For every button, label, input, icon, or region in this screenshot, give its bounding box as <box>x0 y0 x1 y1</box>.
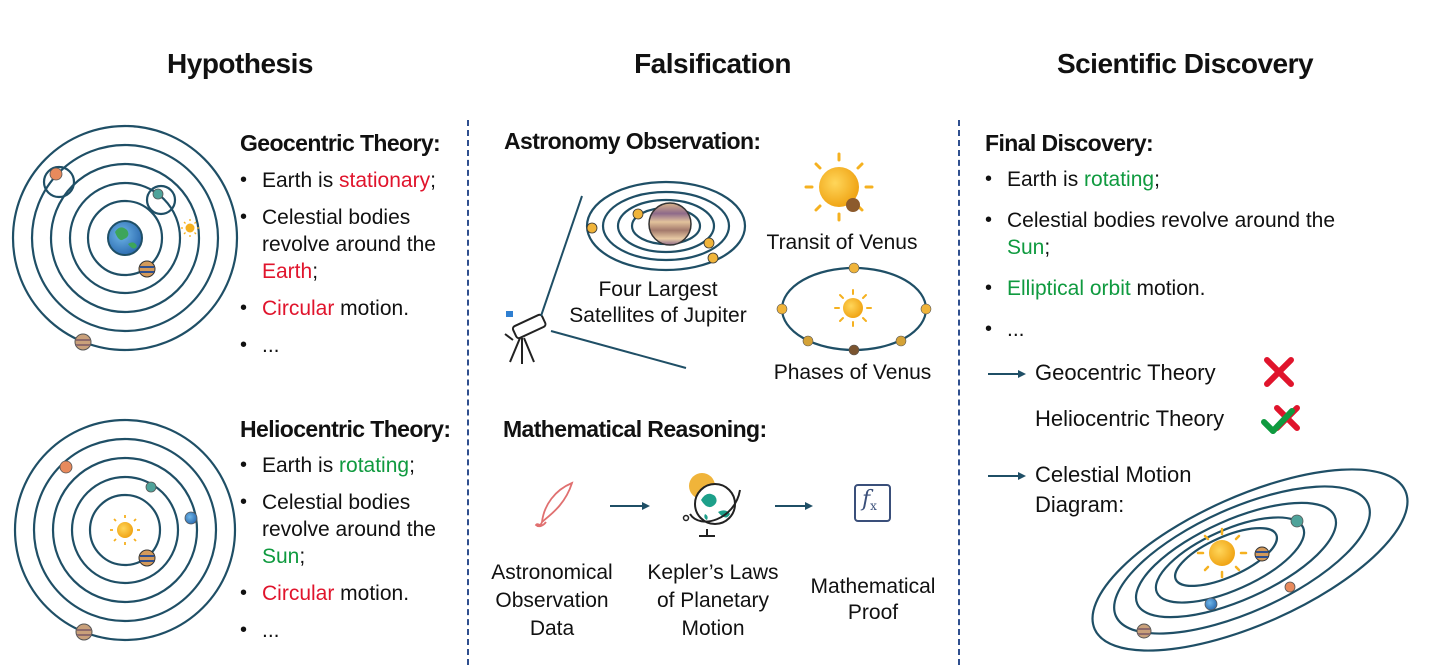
sun-icon <box>185 223 195 233</box>
cross-icon <box>1264 357 1294 387</box>
discovery-title: Scientific Discovery <box>1056 48 1314 79</box>
sun-icon <box>1209 540 1235 566</box>
step1-line2: Observation <box>495 589 609 612</box>
planet-icon <box>74 333 92 351</box>
list-item: Earth is rotating; <box>240 452 465 479</box>
reasoning-title: Mathematical Reasoning: <box>503 416 767 442</box>
elliptical-orbits <box>1091 468 1409 652</box>
geocentric-result-label: Geocentric Theory <box>1035 360 1216 385</box>
planet-icon <box>138 549 156 567</box>
planet-icon <box>75 623 93 641</box>
falsification-title: Falsification <box>634 48 791 79</box>
hypothesis-title: Hypothesis <box>167 48 313 79</box>
planet-icon <box>49 167 63 181</box>
earth-icon <box>1204 597 1218 611</box>
planet-icon <box>145 481 157 493</box>
heliocentric-model <box>13 418 237 642</box>
list-item: Celestial bodies revolve around the Eart… <box>240 204 465 285</box>
jupiter-label-line1: Four Largest <box>598 278 718 301</box>
final-list: Earth is rotating; Celestial bodies revo… <box>985 166 1345 353</box>
step1-line3: Data <box>529 617 575 640</box>
heliocentric-bodies <box>59 460 198 641</box>
sun-icon <box>117 522 133 538</box>
step1-line1: Astronomical <box>491 561 613 584</box>
list-item: ... <box>985 316 1345 343</box>
venus-phases <box>776 262 932 356</box>
jupiter-icon <box>648 202 692 246</box>
geocentric-bodies <box>49 167 199 351</box>
divider-right <box>958 120 960 665</box>
heliocentric-result-label: Heliocentric Theory <box>1035 406 1225 431</box>
divider-left <box>467 120 469 665</box>
list-item: Celestial bodies revolve around the Sun; <box>240 489 465 570</box>
heliocentric-title: Heliocentric Theory: <box>240 416 451 442</box>
earth-icon <box>184 511 198 525</box>
geocentric-model <box>11 124 239 352</box>
step3-line2: Proof <box>847 601 899 624</box>
list-item: Celestial bodies revolve around the Sun; <box>985 207 1345 261</box>
formula-glyph: fx <box>862 487 877 513</box>
list-item: Circular motion. <box>240 580 465 607</box>
final-arrows <box>988 370 1026 480</box>
list-item: ... <box>240 332 465 359</box>
view-lines <box>540 195 687 369</box>
geocentric-list: Earth is stationary; Celestial bodies re… <box>240 167 465 369</box>
planet-icon <box>1290 514 1304 528</box>
step2-line3: Motion <box>681 617 745 640</box>
planet-icon <box>59 460 73 474</box>
planet-icon <box>138 260 156 278</box>
transit-sun-icon <box>804 152 874 222</box>
jupiter-label-line2: Satellites of Jupiter <box>569 304 747 327</box>
motion-label-line2: Diagram: <box>1035 492 1125 517</box>
quill-icon <box>534 481 574 528</box>
geocentric-title: Geocentric Theory: <box>240 130 441 156</box>
planet-icon <box>1284 581 1296 593</box>
planet-icon <box>1136 623 1152 639</box>
formula-icon <box>854 484 891 522</box>
step3-line1: Mathematical <box>810 575 936 598</box>
list-item: Circular motion. <box>240 295 465 322</box>
telescope-tag <box>506 311 513 317</box>
planet-icon <box>152 188 164 200</box>
motion-label-line1: Celestial Motion <box>1035 462 1192 487</box>
heliocentric-list: Earth is rotating; Celestial bodies revo… <box>240 452 465 654</box>
arrow-icon <box>610 502 813 510</box>
globe-icon <box>682 473 741 537</box>
list-item: Earth is stationary; <box>240 167 465 194</box>
phases-label: Phases of Venus <box>773 361 932 384</box>
check-cross-icon <box>1261 405 1300 434</box>
telescope-icon <box>504 313 547 364</box>
list-item: Elliptical orbit motion. <box>985 275 1345 302</box>
list-item: ... <box>240 617 465 644</box>
transit-label: Transit of Venus <box>766 231 918 254</box>
list-item: Earth is rotating; <box>985 166 1345 193</box>
final-title: Final Discovery: <box>985 130 1154 156</box>
jupiter-moons <box>586 208 719 264</box>
step2-line1: Kepler’s Laws <box>647 561 779 584</box>
planet-icon <box>1254 546 1270 562</box>
elliptical-bodies <box>1136 514 1304 639</box>
observation-title: Astronomy Observation: <box>504 128 761 154</box>
step2-line2: of Planetary <box>656 589 770 612</box>
